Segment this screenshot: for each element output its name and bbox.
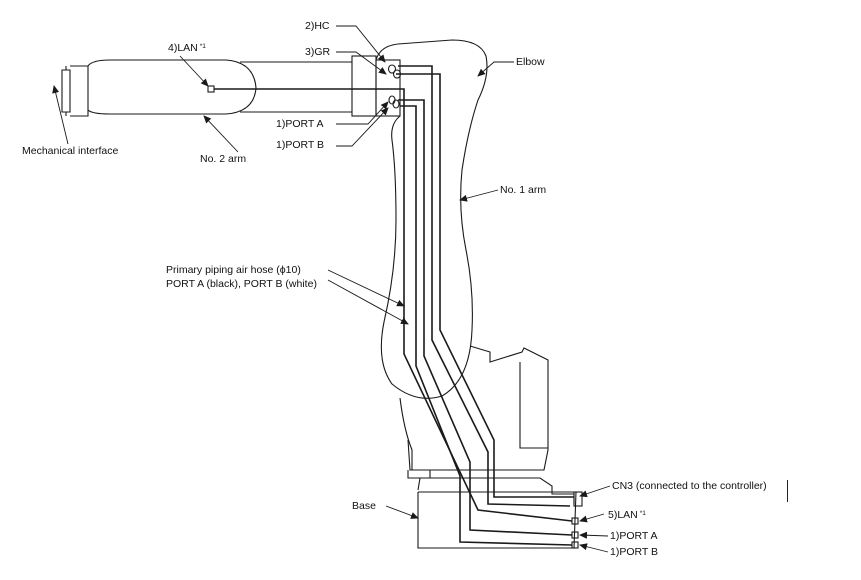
hose-label-line2: PORT A (black), PORT B (white) bbox=[166, 278, 317, 290]
leader-lines bbox=[52, 25, 611, 553]
no2-arm-label: No. 2 arm bbox=[200, 153, 247, 165]
hose-label-line1: Primary piping air hose (ϕ10) bbox=[166, 264, 301, 276]
no1-arm-outline bbox=[375, 39, 549, 479]
lan-bottom-label: 5)LAN*1 bbox=[608, 509, 646, 521]
elbow-connector-block bbox=[351, 55, 402, 117]
base-outline bbox=[417, 477, 583, 549]
hc-label: 2)HC bbox=[305, 20, 330, 32]
no1-arm-label: No. 1 arm bbox=[500, 184, 547, 196]
base-label: Base bbox=[352, 500, 376, 512]
lan-bottom-text: 5)LAN bbox=[608, 509, 638, 521]
port-a-bottom-label: 1)PORT A bbox=[610, 530, 658, 542]
lan-top-label: 4)LAN*1 bbox=[168, 42, 206, 54]
lan-top-footnote: *1 bbox=[199, 43, 206, 50]
no2-arm bbox=[87, 59, 352, 115]
mechanical-interface-flange bbox=[61, 65, 89, 117]
text-cursor bbox=[787, 480, 788, 502]
lan-top-text: 4)LAN bbox=[168, 42, 198, 54]
mechanical-interface-label: Mechanical interface bbox=[22, 145, 119, 157]
cn3-label: CN3 (connected to the controller) bbox=[612, 480, 767, 492]
gr-label: 3)GR bbox=[305, 46, 331, 58]
lan-bottom-footnote: *1 bbox=[639, 510, 646, 517]
port-b-bottom-label: 1)PORT B bbox=[610, 546, 659, 558]
port-b-top-label: 1)PORT B bbox=[276, 139, 325, 151]
internal-cables bbox=[214, 65, 574, 546]
elbow-label: Elbow bbox=[516, 56, 545, 68]
port-a-top-label: 1)PORT A bbox=[276, 118, 324, 130]
